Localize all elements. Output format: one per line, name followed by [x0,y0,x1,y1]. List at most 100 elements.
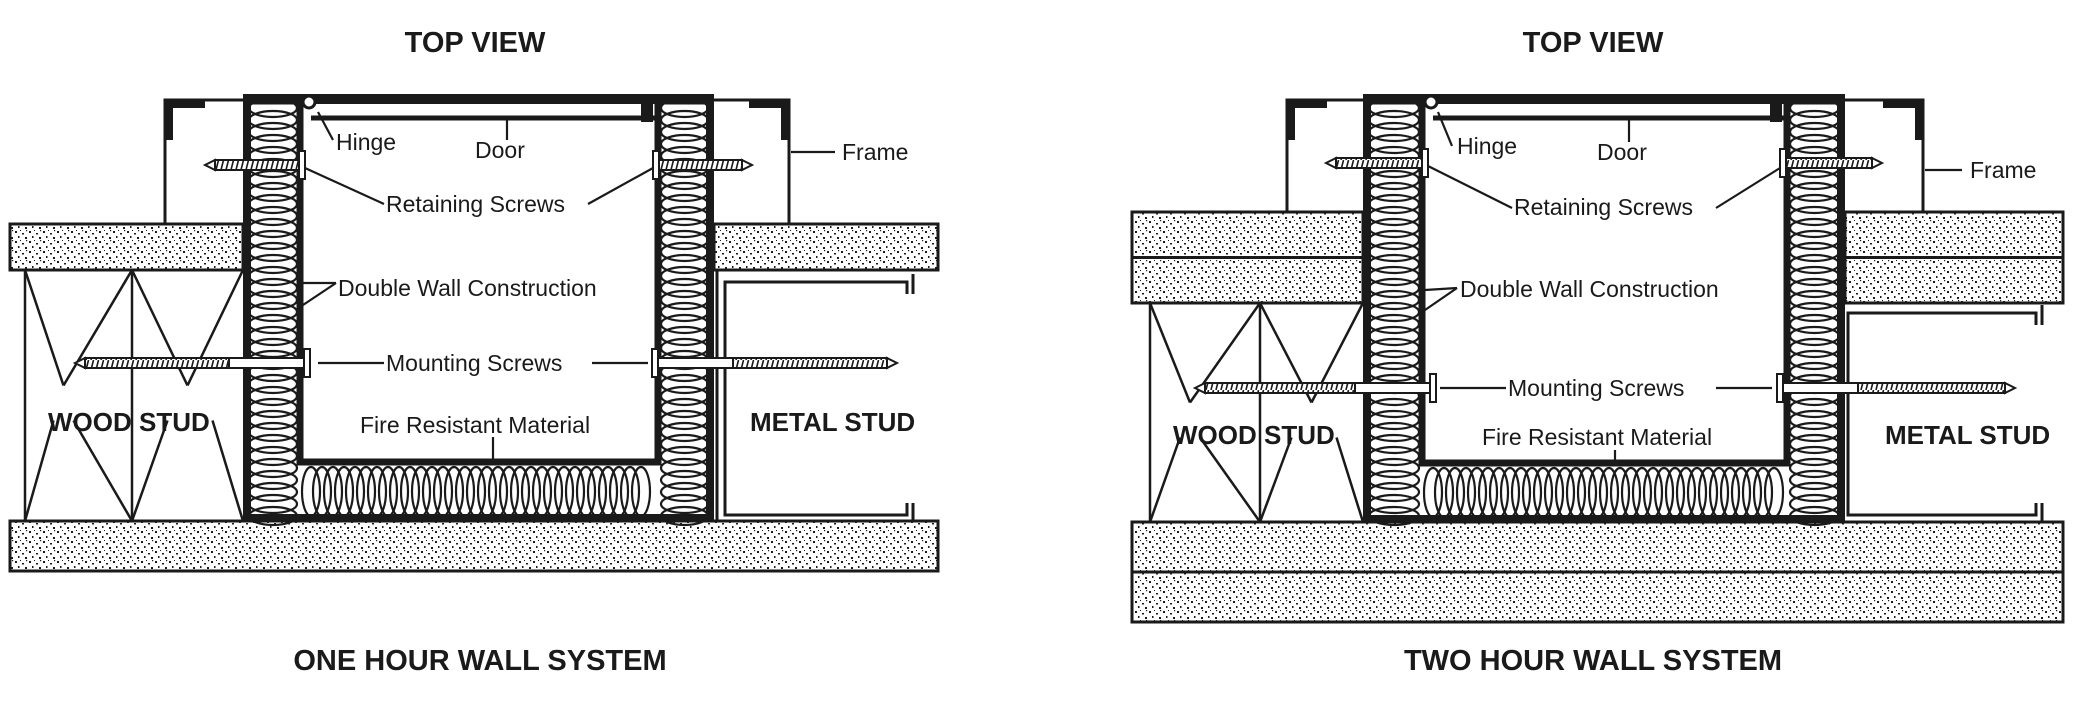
double-wall-inner [296,102,662,466]
leader-line [587,167,654,205]
fire-resistant-material [1719,466,1741,519]
double-wall-label: Double Wall Construction [1460,276,1719,302]
frame-label: Frame [1970,157,2036,183]
fire-resistant-material [1598,466,1620,519]
retaining-screw-head [652,150,660,180]
fire-resistant-material [377,465,399,518]
gypsum-board-left [1130,210,1365,259]
retaining-screws-label: Retaining Screws [386,191,565,217]
fire-resistant-material [1686,466,1708,519]
mounting-screw-shank [1782,382,1859,394]
wood-stud-brace [72,419,134,522]
wood-stud-brace [1198,436,1262,523]
fire-resistant-material [1422,466,1444,519]
fire-resistant-material [1532,466,1554,519]
mounting-screw-shank [228,357,305,369]
fire-resistant-material [1675,466,1697,519]
fire-resistant-material [586,465,608,518]
fire-resistant-material [553,465,575,518]
fire-resistant-material [366,465,388,518]
fire-resistant-material [322,465,344,518]
diagram-caption: ONE HOUR WALL SYSTEM [293,645,666,677]
wood-stud-brace [211,420,245,522]
mounting-screw-head [1776,373,1784,403]
fire-resistant-material [1642,466,1664,519]
fire-resistant-material [454,465,476,518]
door-label: Door [1597,139,1647,165]
leader-line [1424,286,1458,292]
wood-stud-brace [23,420,55,522]
gypsum-board-left [1130,256,1365,305]
fire-resistant-material [1587,466,1609,519]
diagram-caption: TWO HOUR WALL SYSTEM [1404,645,1782,677]
fire-resistant-material [1697,466,1719,519]
fire-resistant-material [1543,466,1565,519]
fire-resistant-material [410,465,432,518]
metal-stud-channel [723,280,909,517]
frame-label: Frame [842,139,908,165]
fire-resistant-material [1631,466,1653,519]
wood-stud-brace [130,420,169,522]
mounting-screw-shank [1354,382,1431,394]
frame-right [1845,98,1925,212]
retaining-screw-head [1421,148,1429,178]
frame-left-return [1287,100,1327,108]
retaining-screw [1335,157,1423,169]
fire-resistant-material [487,465,509,518]
fire-resistant-material [1554,466,1576,519]
fire-resistant-material [542,465,564,518]
fire-resistant-material [1477,466,1499,519]
mounting-screw-tip [2004,381,2018,395]
retaining-screw-tip [1871,156,1885,170]
door-stop [1770,102,1782,122]
fire-resistant-material [630,465,652,518]
retaining-screw-head [298,150,306,180]
fire-resistant-material [443,465,465,518]
fire-resistant-material [399,465,421,518]
gypsum-board-bottom [1130,570,2065,624]
double-wall-outer [1363,94,1845,523]
fire-resistant-material [476,465,498,518]
fire-resistant-material [300,465,322,518]
two-hour-wall-diagram [1130,94,2065,624]
retaining-screws-label: Retaining Screws [1514,194,1693,220]
fire-material-label: Fire Resistant Material [1482,424,1712,450]
fire-resistant-material [1499,466,1521,519]
metal-stud-channel [1846,311,2038,517]
frame-left-return [1287,100,1295,140]
wood-stud-brace [1148,302,1192,403]
mounting-screw-tip [72,356,86,370]
fire-resistant-material [597,465,619,518]
door-stop [641,102,653,122]
mounting-screw-shank [657,357,734,369]
retaining-screw-tip [741,158,755,172]
door-label: Door [475,137,525,163]
fire-resistant-material [421,465,443,518]
fire-resistant-material [1620,466,1642,519]
one-hour-wall-diagram [8,94,940,573]
fire-resistant-material [465,465,487,518]
leader-line [317,111,334,141]
leader-line [304,166,385,206]
mounting-screws-label: Mounting Screws [386,350,562,376]
fire-resistant-material [388,465,410,518]
double-wall-inner [1418,102,1791,467]
fire-resistant-material [619,465,641,518]
fire-resistant-material [1752,466,1774,519]
wood-stud-brace [62,269,134,387]
hinge-label: Hinge [1457,133,1517,159]
leader-line [1424,287,1458,311]
fire-resistant-material [608,465,630,518]
wood-stud-brace [1335,437,1365,523]
fire-resistant-material [575,465,597,518]
leader-line [1436,111,1454,147]
gypsum-board-right [1843,256,2065,305]
fire-resistant-material [355,465,377,518]
gypsum-board-bottom [8,519,940,573]
fire-resistant-material [1653,466,1675,519]
fire-resistant-material [344,465,366,518]
retaining-screw-tip [1323,156,1337,170]
fire-material-label: Fire Resistant Material [360,412,590,438]
fire-resistant-material [1444,466,1466,519]
